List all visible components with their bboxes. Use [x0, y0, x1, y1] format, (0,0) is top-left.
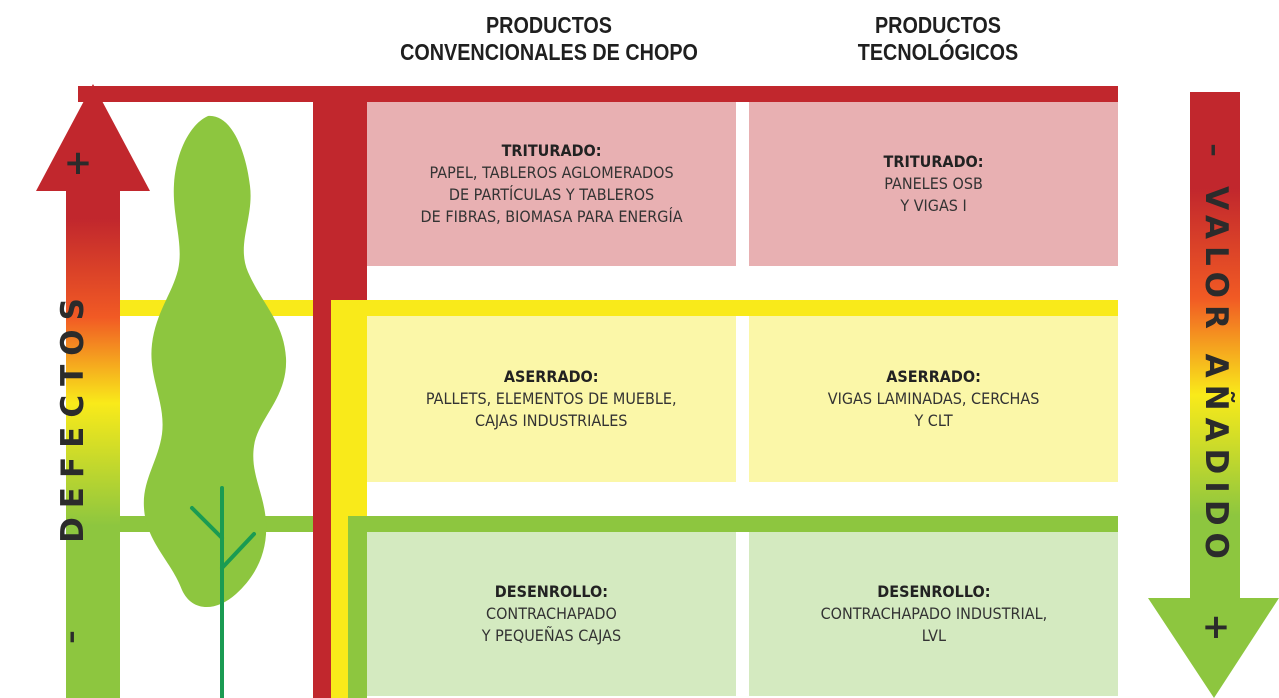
- valor-top-sign: -: [1200, 142, 1228, 158]
- cell-aserrado-technological: ASERRADO: VIGAS LAMINADAS, CERCHAS Y CLT: [749, 316, 1118, 482]
- column-header-line: CONVENCIONALES DE CHOPO: [400, 39, 698, 65]
- cell-triturado-conventional: TRITURADO: PAPEL, TABLEROS AGLOMERADOS D…: [367, 102, 736, 266]
- cell-line: DE PARTÍCULAS Y TABLEROS: [448, 185, 655, 204]
- cell-title: ASERRADO:: [886, 367, 981, 386]
- cell-aserrado-conventional: ASERRADO: PALLETS, ELEMENTOS DE MUEBLE, …: [367, 316, 736, 482]
- arrow-up-icon: [36, 84, 150, 698]
- cell-line: VIGAS LAMINADAS, CERCHAS: [827, 389, 1040, 408]
- cell-title: TRITURADO:: [883, 152, 984, 171]
- column-header-line: PRODUCTOS: [485, 12, 613, 38]
- cell-line: Y VIGAS I: [900, 196, 967, 215]
- cell-line: PAPEL, TABLEROS AGLOMERADOS: [429, 163, 674, 182]
- cell-line: PANELES OSB: [884, 174, 983, 193]
- cell-title: DESENROLLO:: [494, 582, 609, 601]
- cell-title: TRITURADO:: [501, 141, 602, 160]
- poplar-tree-icon: [143, 115, 287, 698]
- cell-desenrollo-technological: DESENROLLO: CONTRACHAPADO INDUSTRIAL, LV…: [749, 532, 1118, 696]
- defectos-label: DEFECTOS: [55, 289, 91, 543]
- valor-anadido-label: VALOR AÑADIDO: [1198, 186, 1234, 566]
- defectos-bottom-sign: -: [59, 629, 87, 645]
- defectos-top-sign: +: [63, 143, 93, 183]
- band-low-vertical: [348, 516, 367, 698]
- column-header-conventional: PRODUCTOS CONVENCIONALES DE CHOPO: [385, 12, 714, 66]
- valor-bottom-sign: +: [1201, 607, 1231, 647]
- cell-line: CONTRACHAPADO: [486, 604, 617, 623]
- cell-line: CONTRACHAPADO INDUSTRIAL,: [820, 604, 1047, 623]
- tree-trunk: [190, 486, 256, 698]
- cell-triturado-technological: TRITURADO: PANELES OSB Y VIGAS I: [749, 102, 1118, 266]
- column-header-line: TECNOLÓGICOS: [857, 39, 1019, 65]
- cell-line: DE FIBRAS, BIOMASA PARA ENERGÍA: [420, 207, 683, 226]
- column-header-line: PRODUCTOS: [874, 12, 1002, 38]
- cell-line: Y PEQUEÑAS CAJAS: [481, 626, 622, 645]
- arrow-down-icon: [1148, 92, 1279, 698]
- cell-line: Y CLT: [914, 411, 953, 430]
- band-high-horizontal: [78, 86, 1118, 102]
- cell-line: CAJAS INDUSTRIALES: [475, 411, 628, 430]
- cell-title: DESENROLLO:: [876, 582, 991, 601]
- cell-desenrollo-conventional: DESENROLLO: CONTRACHAPADO Y PEQUEÑAS CAJ…: [367, 532, 736, 696]
- cell-line: LVL: [921, 626, 946, 645]
- cell-title: ASERRADO:: [504, 367, 599, 386]
- cell-line: PALLETS, ELEMENTOS DE MUEBLE,: [426, 389, 677, 408]
- column-header-technological: PRODUCTOS TECNOLÓGICOS: [787, 12, 1090, 66]
- tree-crown: [143, 115, 287, 608]
